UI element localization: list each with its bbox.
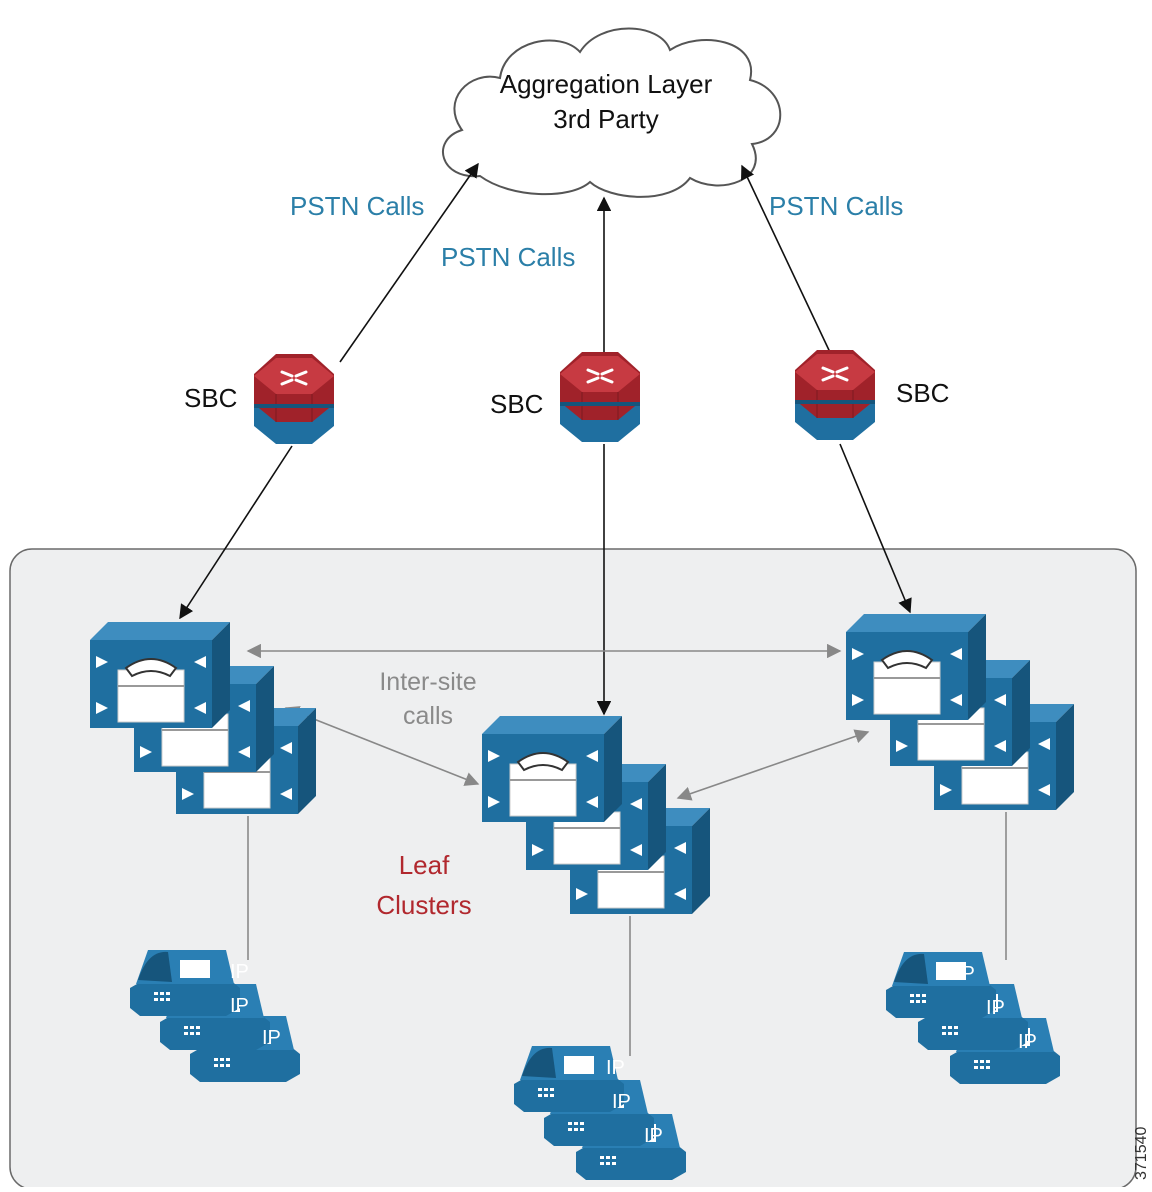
ip-phone-label: IP bbox=[230, 995, 249, 1017]
ip-phones-center: IP IP IP bbox=[514, 1046, 686, 1180]
sbc-router-center-icon bbox=[558, 350, 642, 444]
ip-phone-label: IP bbox=[612, 1091, 631, 1113]
sbc-label-right: SBC bbox=[896, 378, 949, 408]
call-manager-icon bbox=[90, 622, 230, 728]
ip-phone-icon bbox=[130, 950, 240, 1016]
ip-phones-right: IP IP IP bbox=[886, 952, 1060, 1084]
pstn-arrow-left bbox=[339, 162, 479, 363]
sbc-label-center: SBC bbox=[490, 389, 543, 419]
leaf-clusters-label-line1: Leaf bbox=[399, 850, 450, 880]
inter-site-arrow-left bbox=[284, 706, 480, 786]
ip-phone-icon bbox=[514, 1046, 624, 1112]
pstn-label-left: PSTN Calls bbox=[290, 191, 424, 221]
ip-phones-left: IP IP IP bbox=[130, 950, 300, 1082]
sbc-to-cluster-right bbox=[839, 443, 912, 614]
pstn-arrow-right bbox=[741, 164, 837, 366]
ip-phone-label: IP bbox=[986, 997, 1005, 1019]
cloud-label-line2: 3rd Party bbox=[553, 104, 659, 134]
leaf-clusters-label-line2: Clusters bbox=[376, 890, 471, 920]
ip-phone-label: IP bbox=[956, 963, 975, 985]
ip-phone-label: IP bbox=[644, 1125, 663, 1147]
aggregation-cloud bbox=[442, 27, 782, 198]
sbc-router-right-icon bbox=[793, 348, 877, 442]
cloud-label-line1: Aggregation Layer bbox=[500, 69, 713, 99]
ip-phone-label: IP bbox=[230, 961, 249, 983]
ip-phone-label: IP bbox=[606, 1057, 625, 1079]
ip-phone-icon bbox=[886, 952, 996, 1018]
ip-phone-label: IP bbox=[262, 1027, 281, 1049]
pstn-label-right: PSTN Calls bbox=[769, 191, 903, 221]
inter-site-label-line1: Inter-site bbox=[379, 668, 476, 696]
inter-site-arrow-right bbox=[676, 729, 870, 801]
sbc-router-left-icon bbox=[252, 352, 336, 446]
call-manager-icon bbox=[482, 716, 622, 822]
sbc-label-left: SBC bbox=[184, 383, 237, 413]
ip-phone-label: IP bbox=[1018, 1031, 1037, 1053]
pstn-label-center: PSTN Calls bbox=[441, 242, 575, 272]
figure-id: 371540 bbox=[1133, 1127, 1150, 1180]
sbc-to-cluster-left bbox=[179, 445, 293, 620]
call-manager-icon bbox=[846, 614, 986, 720]
inter-site-label-line2: calls bbox=[403, 702, 453, 730]
